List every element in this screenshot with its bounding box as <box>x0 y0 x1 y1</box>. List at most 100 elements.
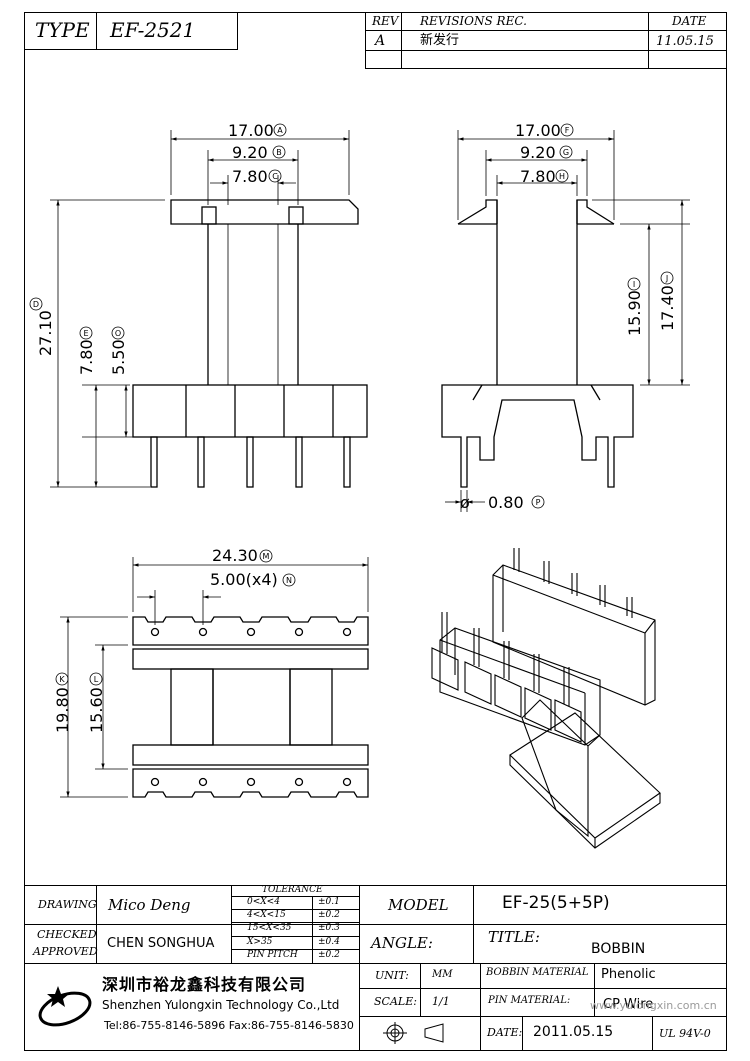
rev-label: REV <box>372 14 399 28</box>
company-name-cn: 深圳市裕龙鑫科技有限公司 <box>102 975 307 994</box>
tolerance-range: X>35 <box>247 937 273 947</box>
tb-line <box>231 885 232 963</box>
tb-line <box>420 963 421 1016</box>
dim-side-width: 17.00 <box>515 121 561 140</box>
date-label: DATE: <box>487 1026 523 1039</box>
unit-value: MM <box>432 969 453 980</box>
side-view <box>441 130 690 512</box>
dimension-tags <box>29 123 674 686</box>
angle-label: ANGLE: <box>371 934 433 952</box>
tag-text: L <box>94 675 99 684</box>
tag-text: G <box>563 148 569 157</box>
tb-line <box>231 949 359 950</box>
tag-text: B <box>276 148 282 157</box>
pin-material-label: PIN MATERIAL: <box>488 995 571 1006</box>
scale-label: SCALE: <box>374 995 417 1008</box>
tag-text: H <box>559 172 565 181</box>
type-value: EF-2521 <box>110 18 196 42</box>
dim-side-h1: 15.90 <box>625 290 644 336</box>
tag-text: A <box>277 126 283 135</box>
top-view <box>60 557 369 798</box>
tb-line <box>359 988 727 989</box>
model-value: EF-25(5+5P) <box>502 893 610 913</box>
tolerance-range: 0<X<4 <box>247 897 280 907</box>
company-contact: Tel:86-755-8146-5896 Fax:86-755-8146-583… <box>104 1019 354 1032</box>
revisions-label: REVISIONS REC. <box>420 14 527 28</box>
dim-top-width: 24.30 <box>212 546 258 565</box>
tolerance-value: ±0.3 <box>318 923 340 933</box>
drawing-label: DRAWING <box>38 898 97 911</box>
tolerance-range: PIN PITCH <box>247 950 298 960</box>
checked-value: CHEN SONGHUA <box>107 936 215 951</box>
bobbin-material-value: Phenolic <box>601 967 656 982</box>
tag-text: C <box>272 172 278 181</box>
dim-front-base2: 5.50 <box>109 339 128 375</box>
tb-line <box>359 924 473 925</box>
tolerance-range: 4<X<15 <box>247 910 286 920</box>
tolerance-value: ±0.2 <box>318 910 340 920</box>
tb-line <box>473 924 727 925</box>
tb-line <box>594 963 595 1016</box>
tb-line <box>359 1016 727 1017</box>
type-box <box>24 12 238 50</box>
website-watermark: www.yulongxin.com.cn <box>590 999 717 1012</box>
date-header-label: DATE <box>672 14 707 28</box>
tag-text: J <box>665 274 668 283</box>
title-block <box>24 885 727 1051</box>
revision-row-line <box>365 50 727 51</box>
isometric-view <box>431 548 661 849</box>
front-view <box>50 130 368 488</box>
dim-front-core: 7.80 <box>232 167 268 186</box>
dim-pin-diameter-prefix: ø <box>460 493 470 512</box>
technical-drawing: A B C F G H D E O I J P M N K L 17.00 9.… <box>29 121 690 849</box>
rev-value: A <box>375 33 386 49</box>
type-label: TYPE <box>35 18 90 42</box>
tb-line <box>522 1016 523 1051</box>
tag-text: F <box>565 126 570 135</box>
dim-side-inner: 9.20 <box>520 143 556 162</box>
tag-text: N <box>286 576 292 585</box>
tb-line <box>24 963 727 964</box>
tb-line <box>480 963 481 1051</box>
tag-text: O <box>115 329 121 338</box>
revision-text: 新发行 <box>420 33 460 48</box>
dim-top-depth: 19.80 <box>53 687 72 733</box>
company-name-en: Shenzhen Yulongxin Technology Co.,Ltd <box>102 998 340 1012</box>
title-value: BOBBIN <box>591 941 646 957</box>
tb-line <box>231 909 359 910</box>
tb-line <box>231 896 359 897</box>
unit-label: UNIT: <box>375 969 409 982</box>
revision-col-line <box>401 12 402 69</box>
tag-text: D <box>33 300 39 309</box>
drawing-value: Mico Deng <box>108 896 191 914</box>
tag-text: E <box>83 329 88 338</box>
tolerance-value: ±0.4 <box>318 937 340 947</box>
tb-line <box>359 885 360 1051</box>
scale-value: 1/1 <box>432 995 450 1008</box>
dim-top-depth2: 15.60 <box>87 687 106 733</box>
checked-label: CHECKED <box>37 928 97 941</box>
dim-front-width: 17.00 <box>228 121 274 140</box>
dim-front-inner: 9.20 <box>232 143 268 162</box>
tolerance-range: 15<X<35 <box>247 923 292 933</box>
tolerance-value: ±0.2 <box>318 950 340 960</box>
tb-line <box>652 1016 653 1051</box>
revision-row-line <box>365 30 727 31</box>
dim-side-h2: 17.40 <box>658 285 677 331</box>
approved-label: APPROVED <box>33 945 98 958</box>
dim-front-base: 7.80 <box>77 339 96 375</box>
tolerance-value: ±0.1 <box>318 897 340 907</box>
company-logo-icon <box>38 986 92 1027</box>
bobbin-material-label: BOBBIN MATERIAL <box>486 967 589 978</box>
tb-line <box>312 896 313 963</box>
tb-line <box>231 936 359 937</box>
model-label: MODEL <box>388 896 449 914</box>
revision-date: 11.05.15 <box>656 34 714 49</box>
type-divider <box>96 12 97 50</box>
tag-text: I <box>633 280 635 289</box>
date-value: 2011.05.15 <box>533 1024 614 1040</box>
tolerance-title: TOLERANCE <box>262 885 323 895</box>
revision-box <box>365 12 727 69</box>
tb-line <box>24 924 359 925</box>
